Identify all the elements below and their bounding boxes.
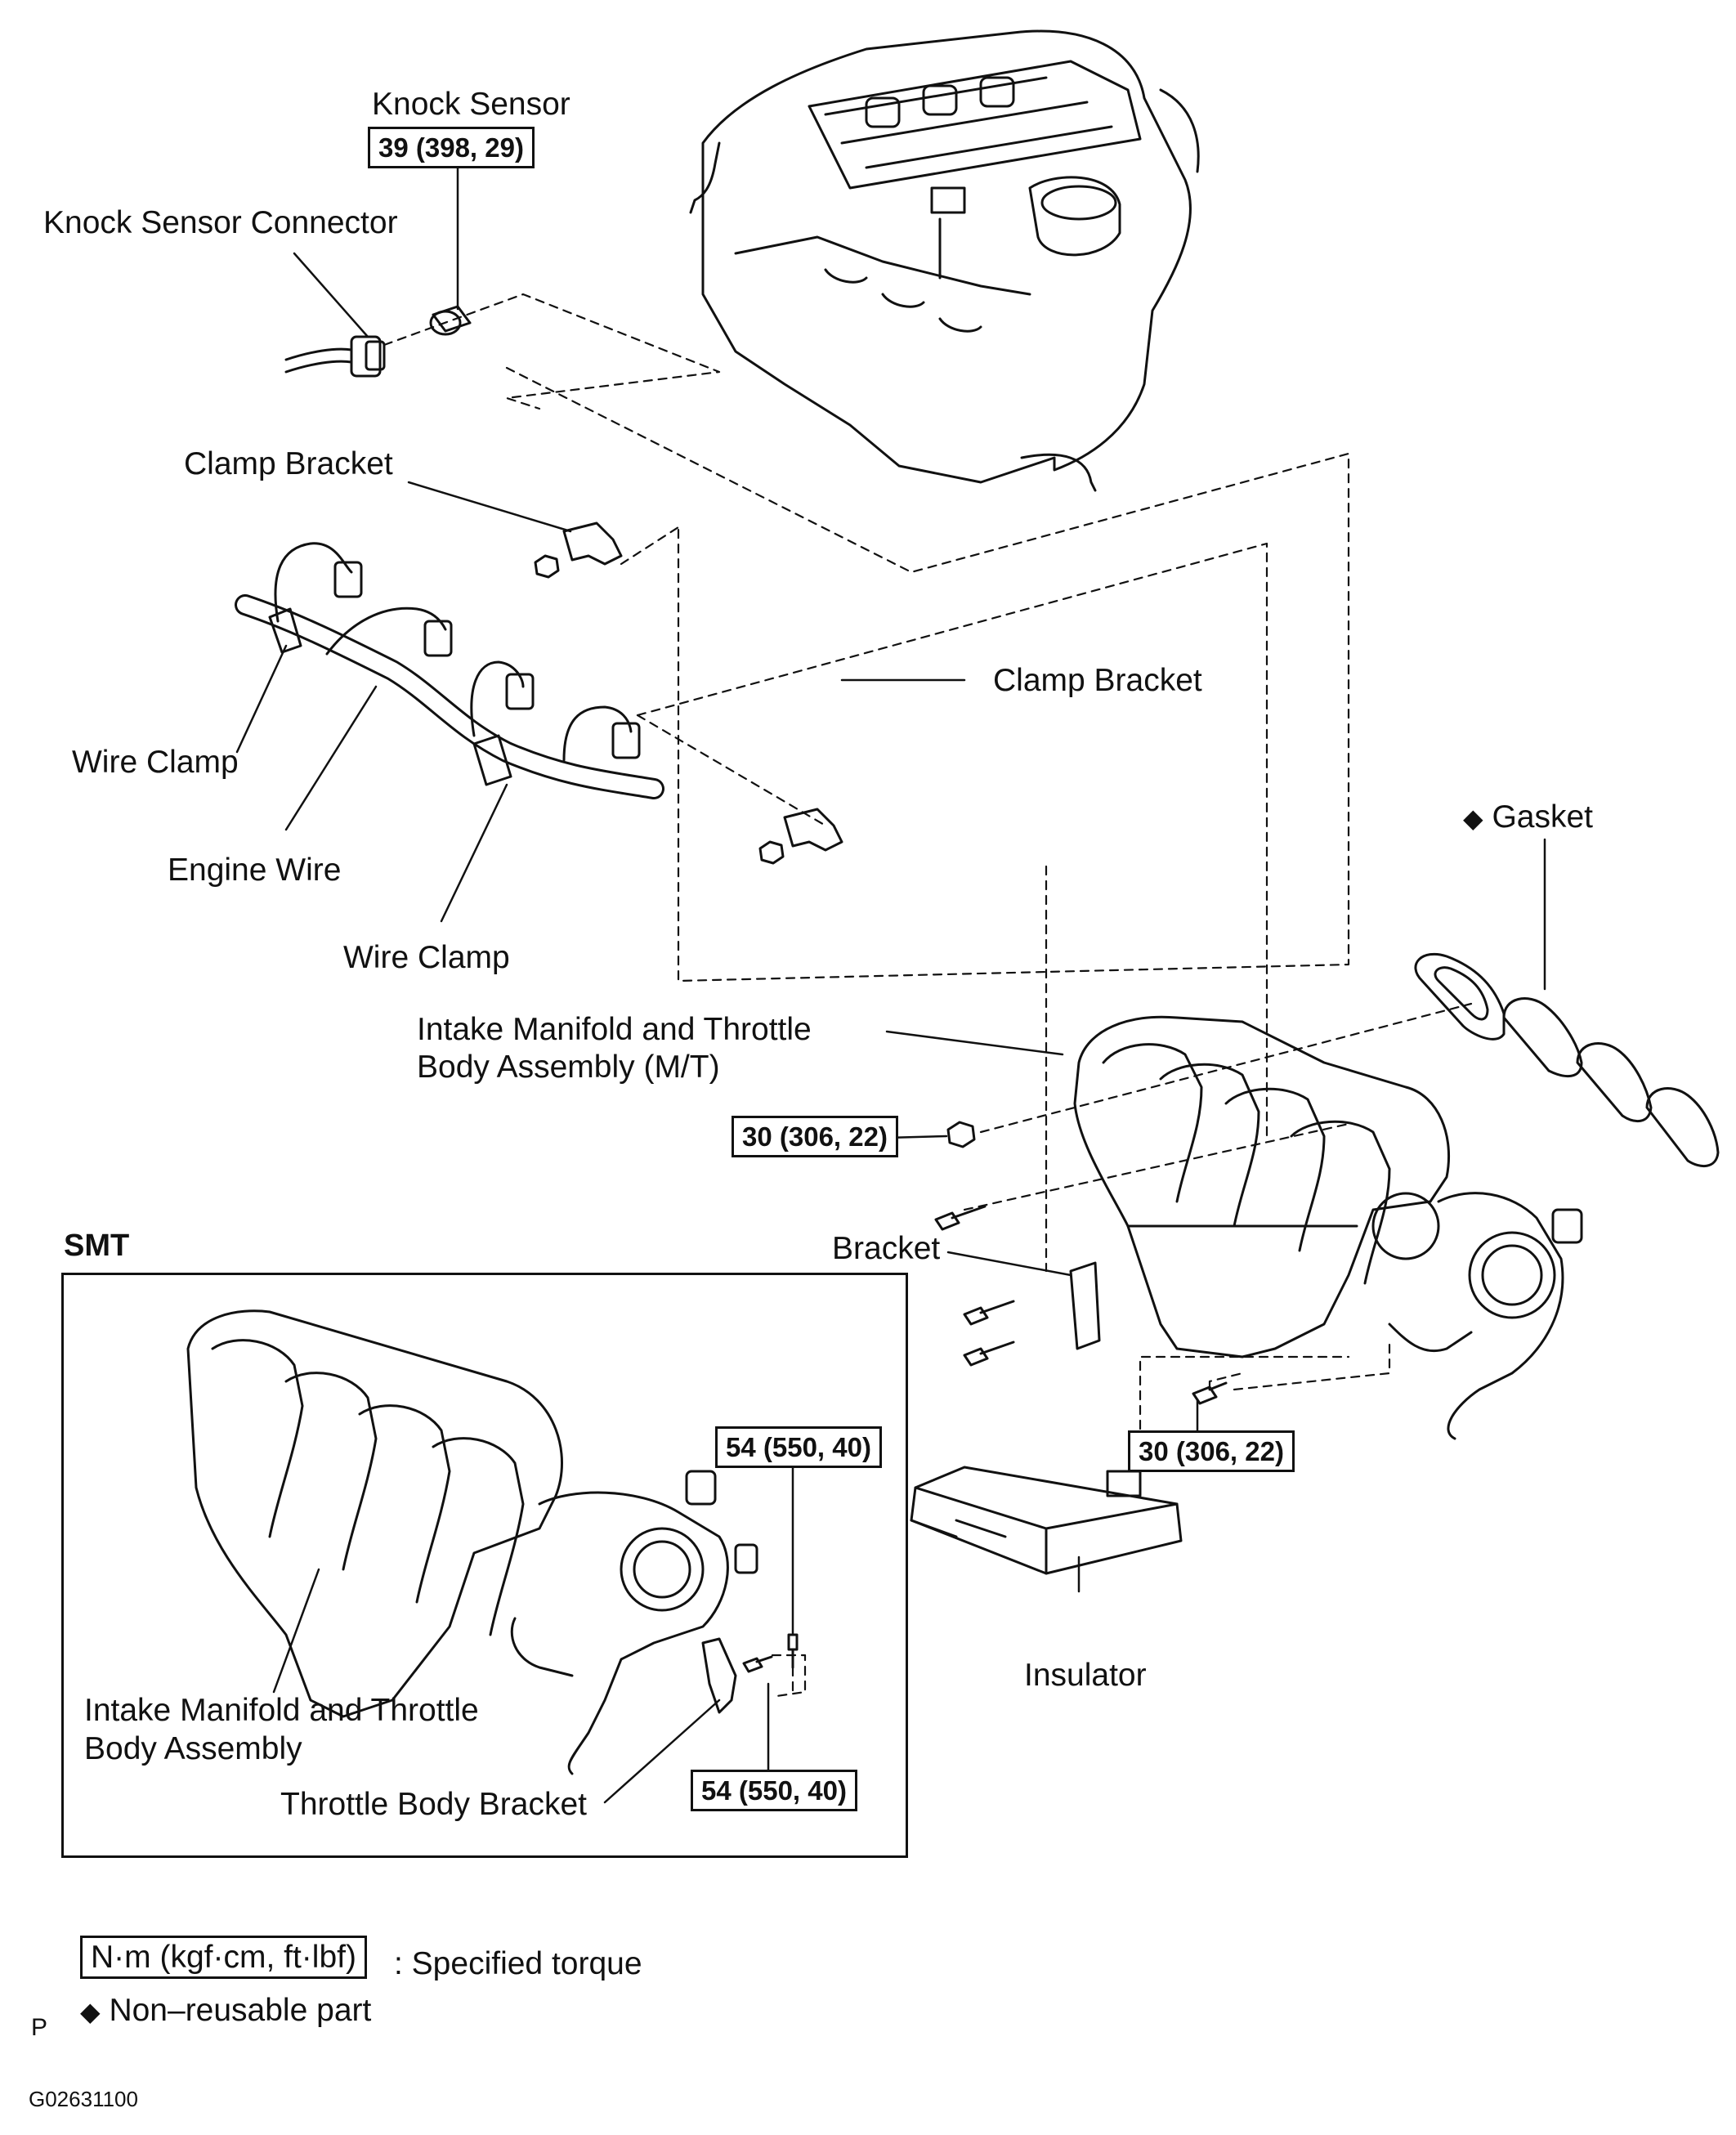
bracket-label: Bracket [832, 1231, 941, 1266]
smt-manifold-label-line2: Body Assembly [84, 1731, 302, 1766]
torque-unit-legend-box: N·m (kgf·cm, ft·lbf) [80, 1936, 367, 1979]
knock-sensor-torque-spec: 39 (398, 29) [368, 127, 535, 168]
throttle-body-bracket-label: Throttle Body Bracket [280, 1787, 587, 1822]
smt-manifold-label-line1: Intake Manifold and Throttle [84, 1693, 479, 1728]
clamp-brackets-drawing [534, 521, 843, 865]
leader-lines [235, 165, 1546, 1808]
manifold-mt-label-line2: Body Assembly (M/T) [417, 1050, 720, 1085]
diamond-icon: ◆ [80, 1996, 101, 2027]
figure-code: G02631100 [29, 2087, 138, 2111]
smt-bolt-torque-spec-lower: 54 (550, 40) [691, 1770, 857, 1811]
bolt-torque-spec: 30 (306, 22) [1128, 1430, 1295, 1472]
engine-head-drawing [689, 29, 1200, 492]
insulator-drawing [910, 1466, 1183, 1575]
engine-wire-label: Engine Wire [168, 853, 342, 888]
engine-wire-harness-drawing [235, 542, 664, 799]
torque-legend-text: : Specified torque [394, 1946, 642, 1981]
manifold-mt-label-line1: Intake Manifold and Throttle [417, 1012, 812, 1047]
intake-manifold-mt-drawing [1073, 1015, 1583, 1440]
gasket-drawing [1414, 952, 1720, 1168]
clamp-bracket-label-lower: Clamp Bracket [993, 663, 1202, 698]
clamp-bracket-label-upper: Clamp Bracket [184, 446, 393, 481]
smt-inset-frame [61, 1273, 908, 1858]
smt-title: SMT [64, 1229, 130, 1263]
wire-clamp-label-lower: Wire Clamp [343, 940, 510, 975]
knock-sensor-drawing [284, 305, 472, 378]
knock-sensor-connector-label: Knock Sensor Connector [43, 205, 398, 240]
knock-sensor-label: Knock Sensor [372, 87, 570, 122]
smt-bolt-torque-spec-upper: 54 (550, 40) [715, 1426, 882, 1468]
page-letter: P [31, 2014, 48, 2041]
nonreusable-legend-text: Non–reusable part [109, 1993, 372, 2028]
mt-fasteners-drawing [934, 1121, 1228, 1405]
smt-manifold-drawing [186, 1309, 799, 1775]
gasket-label-text: Gasket [1492, 799, 1594, 835]
diamond-icon: ◆ [1463, 803, 1483, 834]
insulator-label: Insulator [1024, 1658, 1147, 1693]
nut-torque-spec: 30 (306, 22) [732, 1116, 898, 1157]
gasket-label: ◆ Gasket [1463, 801, 1593, 833]
nonreusable-legend: ◆ Non–reusable part [80, 1994, 371, 2026]
wire-clamp-label-upper: Wire Clamp [72, 745, 239, 780]
